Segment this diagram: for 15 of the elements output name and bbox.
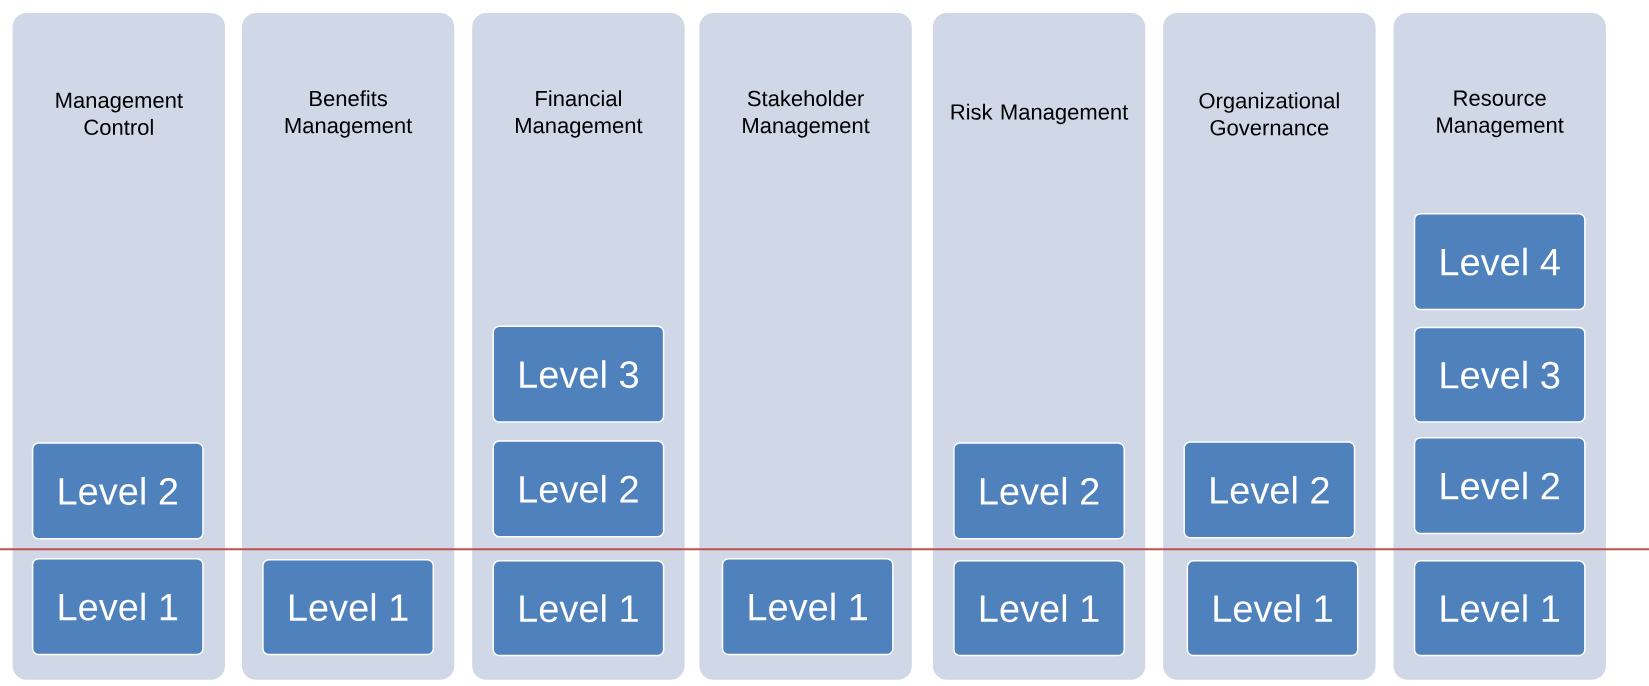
level-box: Level 4: [1413, 213, 1586, 311]
level-box: Level 2: [31, 442, 204, 540]
level-box: Level 1: [31, 558, 204, 656]
level-box: Level 2: [492, 440, 665, 538]
level-box: Level 1: [721, 558, 894, 656]
level-box: Level 2: [1413, 437, 1586, 535]
level-box: Level 3: [492, 325, 665, 423]
level-box: Level 1: [1186, 560, 1359, 657]
level-box: Level 1: [262, 559, 435, 656]
level-box: Level 1: [953, 560, 1125, 657]
level-box: Level 3: [1413, 326, 1586, 423]
level-box: Level 1: [1413, 560, 1586, 657]
level-box: Level 2: [953, 442, 1125, 540]
level-box: Level 1: [492, 560, 665, 657]
level-box: Level 2: [1183, 441, 1356, 539]
